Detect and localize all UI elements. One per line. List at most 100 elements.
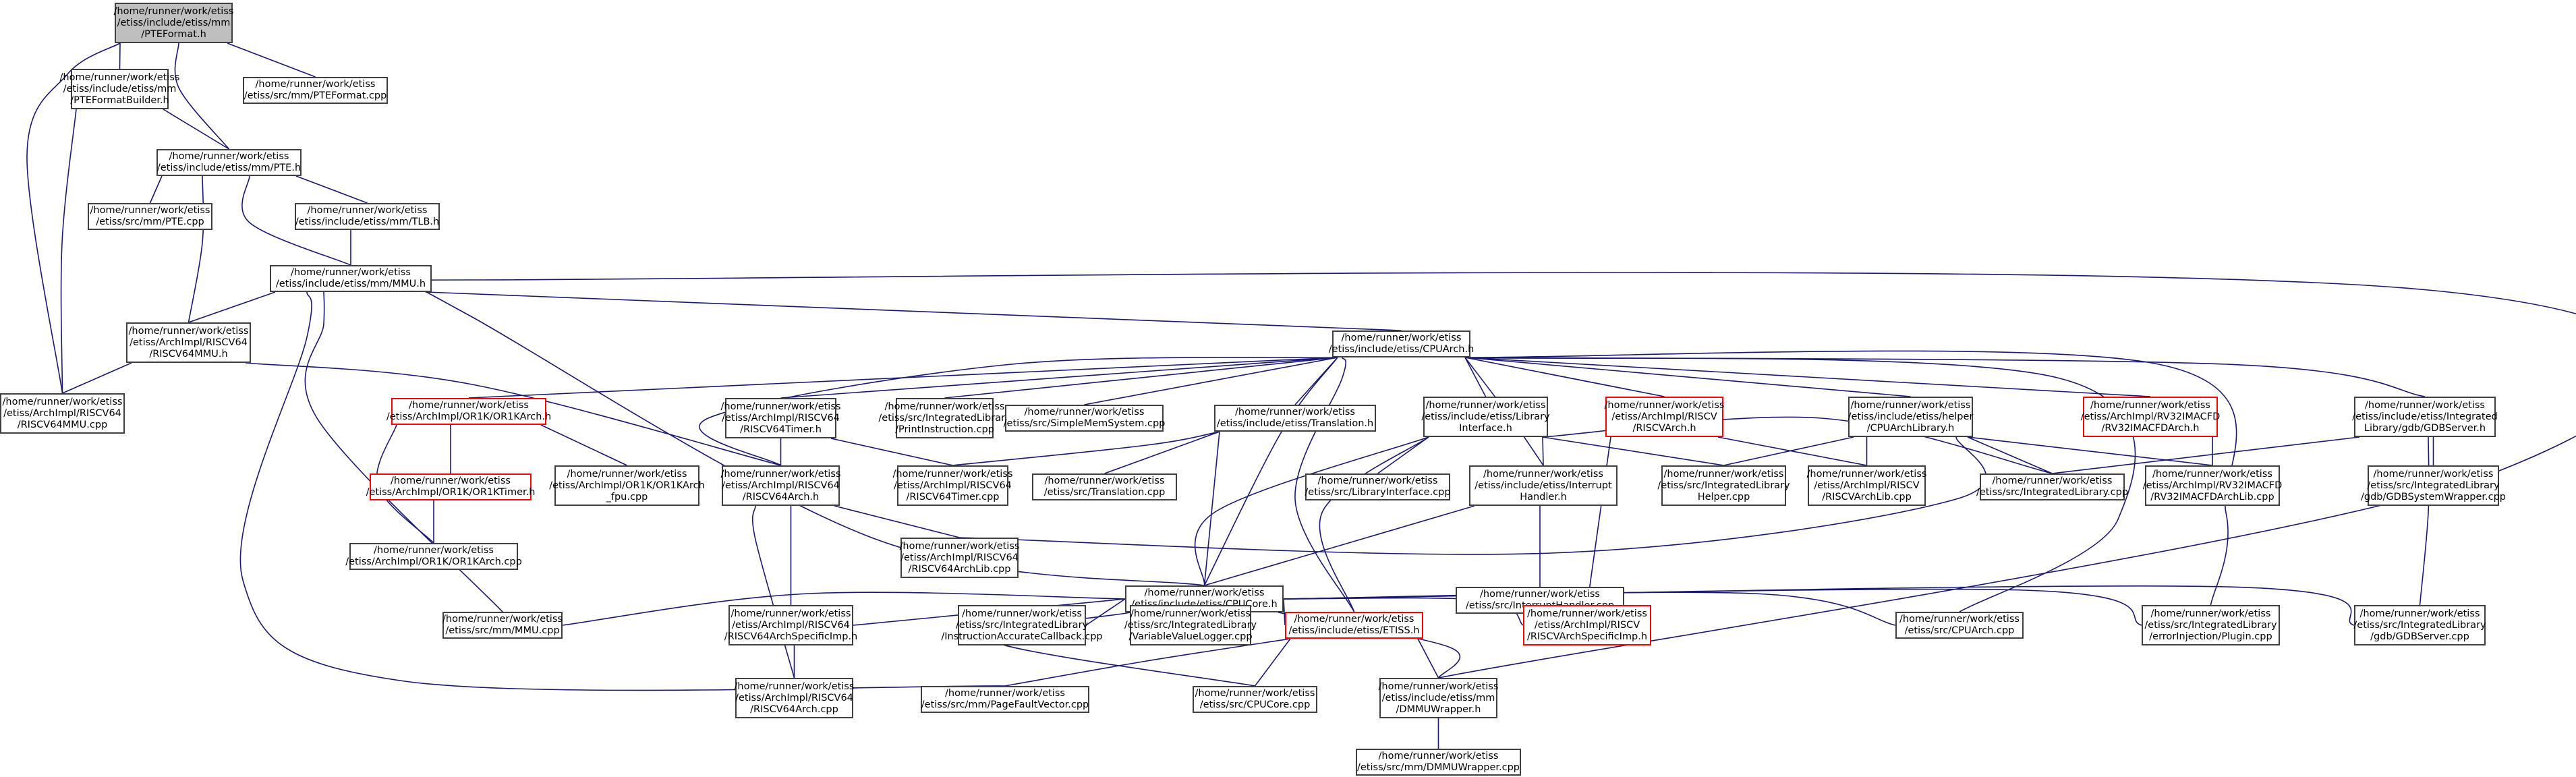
edge-mmu-cpp-to-cpucore-h	[562, 592, 1126, 626]
node-mmu-cpp[interactable]: /home/runner/work/etiss /etiss/src/mm/MM…	[442, 612, 563, 639]
edge-riscv64timer-cpp-to-riscv64timer-h	[830, 438, 953, 466]
node-riscv64timer-h[interactable]: /home/runner/work/etiss /etiss/ArchImpl/…	[721, 398, 840, 438]
edge-mmu-h-to-pte-h	[241, 175, 351, 266]
edge-riscvarch-h-to-cpuarch-h	[1464, 357, 1665, 397]
edge-riscv64mmu-cpp-to-pteformatbuilder-h	[60, 109, 77, 394]
edge-cpucore-cpp-to-etiss-h	[1254, 638, 1291, 687]
edge-riscv64mmu-cpp-to-riscv64mmu-h	[62, 362, 132, 394]
node-printinstruction-cpp[interactable]: /home/runner/work/etiss /etiss/src/Integ…	[878, 398, 1011, 438]
edge-integratedlibraryhelper-cpp-to-libraryinterface-h	[1542, 436, 1724, 466]
edge-errorinjectionplugin-cpp-to-cpuarch-h	[1464, 350, 2237, 606]
node-integratedlibrary-cpp[interactable]: /home/runner/work/etiss /etiss/src/Integ…	[1976, 473, 2128, 500]
node-mmu-h[interactable]: /home/runner/work/etiss /etiss/include/e…	[270, 265, 432, 292]
node-or1karch-h[interactable]: /home/runner/work/etiss /etiss/ArchImpl/…	[387, 398, 551, 425]
node-riscv64arch-cpp[interactable]: /home/runner/work/etiss /etiss/ArchImpl/…	[735, 678, 854, 718]
node-rv32imacfdarchlib-cpp[interactable]: /home/runner/work/etiss /etiss/ArchImpl/…	[2143, 465, 2282, 506]
edge-cpucore-h-to-interrupthandler-h	[1204, 505, 1475, 586]
node-libraryinterface-cpp[interactable]: /home/runner/work/etiss /etiss/src/Libra…	[1305, 473, 1451, 500]
edge-simplememsystem-cpp-to-cpuarch-h	[1084, 357, 1338, 405]
edge-riscv64timer-h-to-cpuarch-h	[780, 357, 1338, 399]
edge-cpucore-h-to-cpuarch-h	[1203, 357, 1338, 586]
node-translation-cpp[interactable]: /home/runner/work/etiss /etiss/src/Trans…	[1032, 473, 1177, 500]
edge-etiss-h-to-cpuarch-h	[1294, 357, 1355, 612]
edge-libraryinterface-cpp-to-libraryinterface-h	[1377, 436, 1429, 474]
node-translation-h[interactable]: /home/runner/work/etiss /etiss/include/e…	[1214, 405, 1376, 432]
node-instructionaccuratecallback-cpp[interactable]: /home/runner/work/etiss /etiss/src/Integ…	[941, 605, 1103, 645]
node-riscvarch-h[interactable]: /home/runner/work/etiss /etiss/ArchImpl/…	[1605, 397, 1724, 437]
node-cpucore-cpp[interactable]: /home/runner/work/etiss /etiss/src/CPUCo…	[1193, 686, 1317, 713]
node-gdbserver-cpp[interactable]: /home/runner/work/etiss /etiss/src/Integ…	[2353, 605, 2486, 645]
edge-or1karch-fpu-cpp-to-or1karch-h	[540, 424, 627, 466]
edge-integratedlibrary-cpp-to-cpuarchlibrary-h	[1967, 436, 2053, 474]
edge-integratedlibrary-cpp-to-gdbserver-h	[2052, 436, 2360, 474]
node-riscv64archlib-cpp[interactable]: /home/runner/work/etiss /etiss/ArchImpl/…	[900, 538, 1019, 578]
edge-cpuarch-cpp-to-cpuarch-h	[1464, 357, 2136, 612]
edge-cpucore-h-to-libraryinterface-h	[1194, 436, 1429, 586]
node-pagefaultvector-cpp[interactable]: /home/runner/work/etiss /etiss/src/mm/Pa…	[921, 686, 1089, 713]
node-pteformat-cpp[interactable]: /home/runner/work/etiss /etiss/src/mm/PT…	[243, 77, 388, 104]
edge-riscv64arch-h-to-cpuarch-h	[699, 357, 1338, 466]
edge-pte-cpp-to-pte-h	[149, 175, 163, 204]
node-or1ktimer-h[interactable]: /home/runner/work/etiss /etiss/ArchImpl/…	[366, 473, 535, 500]
node-cpuarch-h[interactable]: /home/runner/work/etiss /etiss/include/e…	[1329, 330, 1474, 357]
node-interrupthandler-h[interactable]: /home/runner/work/etiss /etiss/include/e…	[1469, 465, 1618, 506]
edge-riscv64timer-cpp-to-translation-h	[952, 431, 1220, 466]
node-pte-h[interactable]: /home/runner/work/etiss /etiss/include/e…	[156, 149, 302, 176]
edge-dmmuwrapper-h-to-etiss-h	[1417, 638, 1439, 679]
node-riscv64mmu-h[interactable]: /home/runner/work/etiss /etiss/ArchImpl/…	[126, 322, 251, 363]
edge-integratedlibraryhelper-cpp-to-cpuarchlibrary-h	[1723, 436, 1854, 466]
edge-pte-h-to-pteformat-h	[174, 42, 230, 150]
node-riscv64archspecificimp-h[interactable]: /home/runner/work/etiss /etiss/ArchImpl/…	[724, 605, 857, 645]
edge-riscv64archlib-cpp-to-riscv64arch-h	[834, 505, 960, 538]
node-variablevaluelogger-cpp[interactable]: /home/runner/work/etiss /etiss/src/Integ…	[1124, 605, 1257, 645]
node-pte-cpp[interactable]: /home/runner/work/etiss /etiss/src/mm/PT…	[88, 203, 212, 230]
node-rv32imacfdarch-h[interactable]: /home/runner/work/etiss /etiss/ArchImpl/…	[2081, 397, 2220, 437]
node-gdbsystemwrapper-cpp[interactable]: /home/runner/work/etiss /etiss/src/Integ…	[2361, 465, 2506, 506]
edge-riscvarchlib-cpp-to-riscvarch-h	[1717, 436, 1867, 466]
edge-cpuarch-h-to-mmu-h	[426, 291, 1402, 331]
node-dmmuwrapper-cpp[interactable]: /home/runner/work/etiss /etiss/src/mm/DM…	[1356, 749, 1521, 776]
node-simplememsystem-cpp[interactable]: /home/runner/work/etiss /etiss/src/Simpl…	[1004, 405, 1165, 432]
edge-etiss-h-to-libraryinterface-h	[1319, 436, 1429, 612]
edge-instructionaccuratecallback-cpp-to-cpucore-h	[1085, 598, 1126, 626]
node-riscv64mmu-cpp[interactable]: /home/runner/work/etiss /etiss/ArchImpl/…	[0, 393, 125, 434]
node-riscvarchlib-cpp[interactable]: /home/runner/work/etiss /etiss/ArchImpl/…	[1807, 465, 1926, 506]
node-riscv64arch-h[interactable]: /home/runner/work/etiss /etiss/ArchImpl/…	[721, 465, 840, 506]
edge-riscv64mmu-cpp-to-pteformat-h	[26, 42, 121, 394]
edge-translation-cpp-to-translation-h	[1104, 431, 1220, 474]
node-libraryinterface-h[interactable]: /home/runner/work/etiss /etiss/include/e…	[1421, 397, 1550, 437]
edge-pteformatbuilder-h-to-pteformat-h	[119, 42, 121, 69]
edge-printinstruction-cpp-to-cpuarch-h	[944, 357, 1338, 399]
edge-pteformat-cpp-to-pteformat-h	[227, 42, 316, 78]
node-cpuarchlibrary-h[interactable]: /home/runner/work/etiss /etiss/include/e…	[1848, 397, 1973, 437]
node-riscv64timer-cpp[interactable]: /home/runner/work/etiss /etiss/ArchImpl/…	[893, 465, 1012, 506]
node-pteformatbuilder-h[interactable]: /home/runner/work/etiss /etiss/include/e…	[60, 69, 179, 109]
node-etiss-h[interactable]: /home/runner/work/etiss /etiss/include/e…	[1285, 612, 1423, 639]
edge-cpuarchlibrary-h-to-cpuarch-h	[1464, 357, 1911, 397]
node-tlb-h[interactable]: /home/runner/work/etiss /etiss/include/e…	[295, 203, 440, 230]
edge-riscv64mmu-h-to-pte-h	[188, 175, 204, 323]
edge-tlb-h-to-pte-h	[295, 175, 368, 204]
edge-rv32imacfdarchlib-cpp-to-cpuarchlibrary-h	[1967, 436, 2213, 466]
node-errorinjectionplugin-cpp[interactable]: /home/runner/work/etiss /etiss/src/Integ…	[2142, 605, 2280, 645]
edge-pte-h-to-pteformatbuilder-h	[163, 109, 229, 150]
node-pteformat-h: /home/runner/work/etiss /etiss/include/e…	[114, 3, 233, 43]
edge-riscv64arch-cpp-to-riscv64arch-h	[751, 505, 795, 679]
edge-riscv64mmu-h-to-mmu-h	[188, 291, 276, 323]
node-integratedlibraryhelper-cpp[interactable]: /home/runner/work/etiss /etiss/src/Integ…	[1657, 465, 1790, 506]
node-dmmuwrapper-h[interactable]: /home/runner/work/etiss /etiss/include/e…	[1379, 678, 1498, 718]
edge-gdbserver-cpp-to-gdbserver-h	[2419, 436, 2430, 606]
edge-riscvarchspecificimp-h-to-riscvarch-h	[1586, 436, 1611, 606]
node-riscvarchspecificimp-h[interactable]: /home/runner/work/etiss /etiss/ArchImpl/…	[1523, 605, 1651, 645]
node-or1karch-cpp[interactable]: /home/runner/work/etiss /etiss/ArchImpl/…	[345, 543, 522, 570]
edge-pagefaultvector-cpp-to-etiss-h	[1004, 638, 1291, 687]
edge-riscv64arch-h-to-riscv64mmu-h	[245, 362, 781, 466]
node-or1karch-fpu-cpp[interactable]: /home/runner/work/etiss /etiss/ArchImpl/…	[549, 465, 705, 506]
edge-rv32imacfdarch-h-to-cpuarch-h	[1464, 357, 2151, 397]
edge-etiss-h-to-cpucore-h	[1283, 598, 1286, 626]
edge-cpucore-h-to-translation-h	[1203, 431, 1220, 586]
node-cpuarch-cpp[interactable]: /home/runner/work/etiss /etiss/src/CPUAr…	[1895, 612, 2024, 639]
node-gdbserver-h[interactable]: /home/runner/work/etiss /etiss/include/e…	[2352, 397, 2498, 437]
